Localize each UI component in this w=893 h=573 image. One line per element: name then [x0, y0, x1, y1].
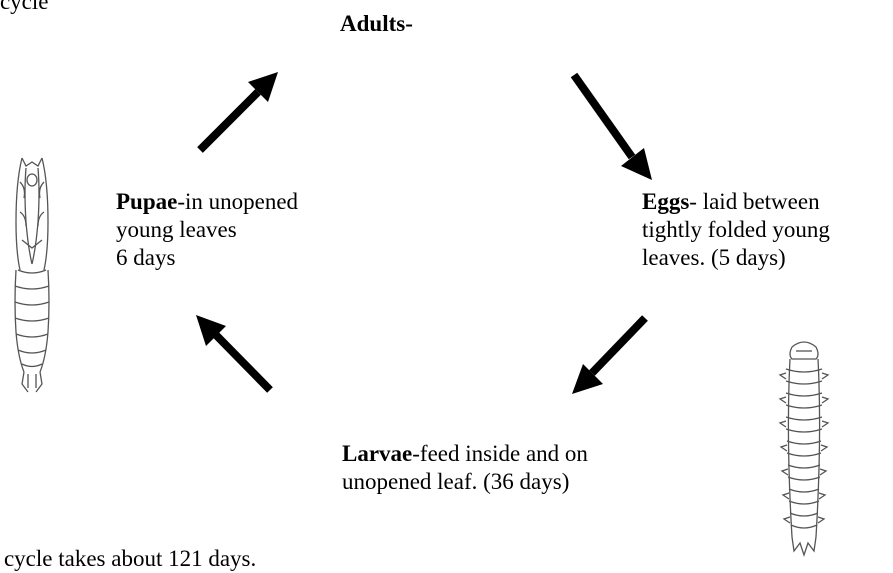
eggs-text-line-2: tightly folded young	[642, 217, 830, 242]
arrow-eggs-to-larvae	[572, 315, 648, 394]
pupae-text-line-2: young leaves	[116, 217, 237, 242]
pupae-text-line-1: -in unopened	[177, 189, 299, 214]
eggs-text-line-1: - laid between	[689, 189, 820, 214]
larva-drawing	[778, 341, 830, 558]
arrow-larvae-to-pupae	[196, 315, 273, 393]
pupae-label: Pupae	[116, 189, 178, 214]
larvae-stage: Larvae-feed inside and on unopened leaf.…	[342, 440, 588, 496]
arrow-adults-to-eggs	[570, 72, 652, 180]
title-fragment: e cycle	[0, 0, 49, 14]
larvae-text-line-2: unopened leaf. (36 days)	[342, 469, 570, 494]
pupae-stage: Pupae-in unopened young leaves 6 days	[116, 188, 298, 272]
adults-label: Adults-	[340, 11, 413, 36]
arrow-pupae-to-adults	[197, 72, 278, 153]
eggs-text-line-3: leaves. (5 days)	[642, 245, 786, 270]
larvae-label: Larvae	[342, 441, 413, 466]
pupae-text-line-3: 6 days	[116, 245, 176, 270]
eggs-label: Eggs	[642, 189, 690, 214]
pupa-drawing	[14, 157, 50, 393]
larvae-text-line-1: -feed inside and on	[412, 441, 588, 466]
eggs-stage: Eggs- laid between tightly folded young …	[642, 188, 830, 272]
